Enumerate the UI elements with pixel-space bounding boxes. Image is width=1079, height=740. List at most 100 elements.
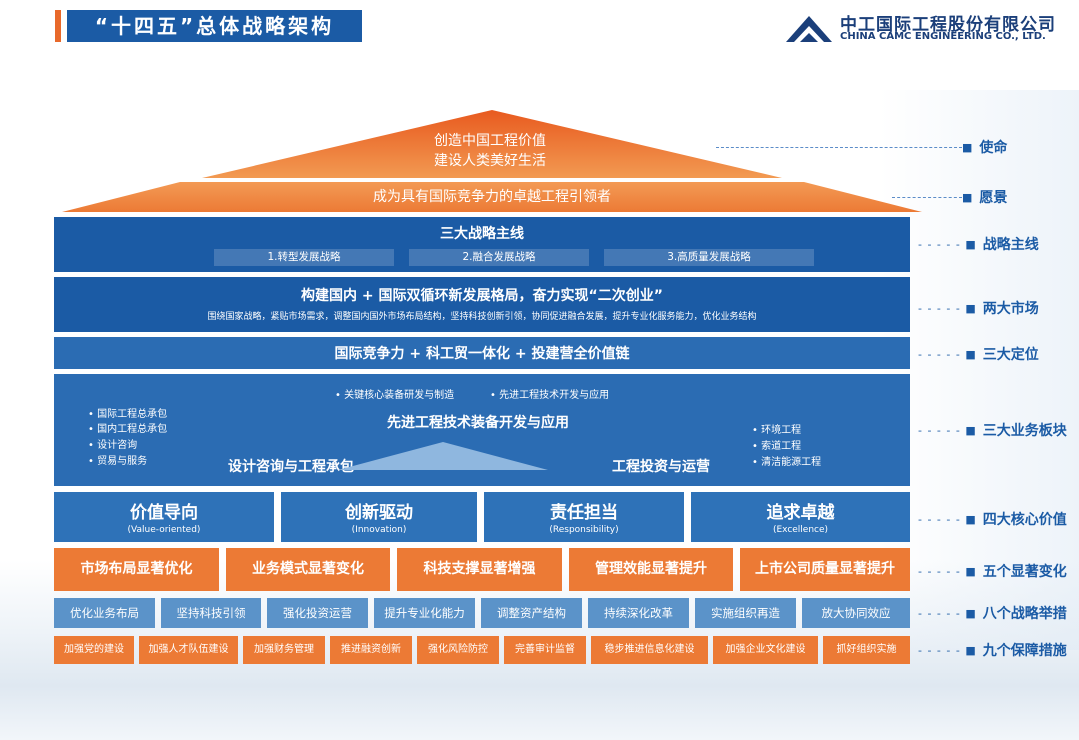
move-3: 强化投资运营 — [267, 598, 368, 628]
core-value-3-cn: 责任担当 — [550, 503, 618, 523]
vision-connector — [892, 197, 962, 198]
label-values-marker: - - - - - ■ — [918, 512, 977, 526]
label-positioning-marker: - - - - - ■ — [918, 347, 977, 361]
business-left-item-2: • 国内工程总承包 — [88, 424, 168, 435]
guarantee-5: 强化风险防控 — [417, 636, 499, 664]
label-strategy-text: 战略主线 — [982, 237, 1039, 253]
guarantee-3: 加强财务管理 — [243, 636, 325, 664]
background-wash — [879, 90, 1079, 650]
business-right-item-3: • 清洁能源工程 — [752, 457, 822, 468]
mission-text: 创造中国工程价值 建设人类美好生活 — [390, 131, 590, 171]
mission-line-2: 建设人类美好生活 — [434, 153, 546, 169]
move-7: 实施组织再造 — [695, 598, 796, 628]
strategy-item-3: 3.高质量发展战略 — [604, 249, 814, 266]
move-1: 优化业务布局 — [54, 598, 155, 628]
business-right-title: 工程投资与运营 — [612, 459, 710, 475]
business-left-item-1: • 国际工程总承包 — [88, 409, 168, 420]
label-guarantees-marker: - - - - - ■ — [918, 643, 977, 657]
logo-en-text: CHINA CAMC ENGINEERING CO., LTD. — [840, 31, 1046, 42]
business-center-title: 先进工程技术装备开发与应用 — [387, 415, 569, 431]
mission-triangle — [202, 110, 782, 178]
label-positioning-text: 三大定位 — [982, 347, 1039, 363]
core-value-4-en: (Excellence) — [772, 525, 829, 535]
label-vision-text: 愿景 — [979, 190, 1008, 206]
label-values: - - - - - ■ 四大核心价值 — [918, 509, 1067, 529]
business-left-title: 设计咨询与工程承包 — [228, 459, 354, 475]
label-moves-marker: - - - - - ■ — [918, 606, 977, 620]
label-strategy: - - - - - ■ 战略主线 — [918, 234, 1039, 254]
change-1: 市场布局显著优化 — [54, 548, 219, 591]
guarantee-9: 抓好组织实施 — [823, 636, 910, 664]
label-moves: - - - - - ■ 八个战略举措 — [918, 603, 1067, 623]
change-5: 上市公司质量显著提升 — [740, 548, 910, 591]
strategy-title: 三大战略主线 — [440, 226, 524, 242]
core-value-1-en: (Value-oriented) — [127, 525, 201, 535]
guarantee-7: 稳步推进信息化建设 — [591, 636, 708, 664]
move-2: 坚持科技引领 — [161, 598, 261, 628]
label-vision-marker: ■ — [962, 190, 974, 204]
business-right-item-1: • 环境工程 — [752, 425, 802, 436]
label-values-text: 四大核心价值 — [982, 512, 1067, 528]
label-strategy-marker: - - - - - ■ — [918, 237, 977, 251]
core-value-4: 追求卓越 (Excellence) — [691, 492, 910, 542]
company-logo: 中工国际工程股份有限公司 CHINA CAMC ENGINEERING CO.,… — [786, 10, 1076, 46]
logo-cn-text: 中工国际工程股份有限公司 — [840, 15, 1056, 35]
page-title: “十四五”总体战略架构 — [67, 10, 362, 42]
markets-subtitle: 围绕国家战略，紧贴市场需求，调整国内国外市场布局结构，坚持科技创新引领，协同促进… — [207, 312, 757, 322]
mission-line-1: 创造中国工程价值 — [434, 133, 546, 149]
label-mission-text: 使命 — [979, 140, 1008, 156]
vision-text: 成为具有国际竞争力的卓越工程引领者 — [373, 189, 611, 205]
positioning-block: 国际竞争力 + 科工贸一体化 + 投建营全价值链 — [54, 337, 910, 369]
strategy-item-2: 2.融合发展战略 — [409, 249, 589, 266]
guarantee-1: 加强党的建设 — [54, 636, 134, 664]
title-accent-bar — [55, 10, 61, 42]
label-mission: ■ 使命 — [962, 137, 1007, 157]
label-guarantees-text: 九个保障措施 — [982, 643, 1067, 659]
label-business-marker: - - - - - ■ — [918, 423, 977, 437]
label-guarantees: - - - - - ■ 九个保障措施 — [918, 640, 1067, 660]
business-left-item-4: • 贸易与服务 — [88, 456, 148, 467]
move-8: 放大协同效应 — [802, 598, 910, 628]
strategy-block: 三大战略主线 1.转型发展战略 2.融合发展战略 3.高质量发展战略 — [54, 217, 910, 272]
guarantee-6: 完善审计监督 — [504, 636, 586, 664]
core-value-2: 创新驱动 (Innovation) — [281, 492, 477, 542]
label-markets: - - - - - ■ 两大市场 — [918, 298, 1039, 318]
business-triangle — [338, 442, 548, 470]
change-3: 科技支撑显著增强 — [397, 548, 562, 591]
label-changes-marker: - - - - - ■ — [918, 564, 977, 578]
roof-shape — [62, 110, 922, 212]
vision-band — [62, 182, 922, 212]
label-changes-text: 五个显著变化 — [982, 564, 1067, 580]
business-top-item-2: • 先进工程技术开发与应用 — [490, 390, 610, 401]
core-value-3: 责任担当 (Responsibility) — [484, 492, 684, 542]
mission-connector — [716, 147, 962, 148]
markets-title: 构建国内 + 国际双循环新发展格局，奋力实现“二次创业” — [301, 288, 663, 304]
positioning-text: 国际竞争力 + 科工贸一体化 + 投建营全价值链 — [334, 346, 630, 362]
label-vision: ■ 愿景 — [962, 187, 1007, 207]
business-top-item-1: • 关键核心装备研发与制造 — [335, 390, 455, 401]
move-5: 调整资产结构 — [481, 598, 582, 628]
move-6: 持续深化改革 — [588, 598, 689, 628]
guarantee-8: 加强企业文化建设 — [713, 636, 818, 664]
label-mission-marker: ■ — [962, 140, 974, 154]
label-business-text: 三大业务板块 — [982, 423, 1067, 439]
guarantee-4: 推进融资创新 — [330, 636, 412, 664]
markets-block: 构建国内 + 国际双循环新发展格局，奋力实现“二次创业” 围绕国家战略，紧贴市场… — [54, 277, 910, 332]
change-2: 业务模式显著变化 — [226, 548, 390, 591]
core-value-1-cn: 价值导向 — [130, 503, 198, 523]
core-value-1: 价值导向 (Value-oriented) — [54, 492, 274, 542]
core-value-4-cn: 追求卓越 — [766, 503, 835, 523]
change-4: 管理效能显著提升 — [569, 548, 733, 591]
business-right-item-2: • 索道工程 — [752, 441, 802, 452]
core-value-2-en: (Innovation) — [351, 525, 407, 535]
label-markets-text: 两大市场 — [982, 301, 1039, 317]
label-changes: - - - - - ■ 五个显著变化 — [918, 561, 1067, 581]
core-value-3-en: (Responsibility) — [549, 525, 619, 535]
company-logo-icon — [786, 16, 832, 42]
guarantee-2: 加强人才队伍建设 — [139, 636, 238, 664]
label-business: - - - - - ■ 三大业务板块 — [918, 420, 1067, 440]
core-value-2-cn: 创新驱动 — [345, 503, 413, 523]
label-positioning: - - - - - ■ 三大定位 — [918, 344, 1039, 364]
strategy-item-1: 1.转型发展战略 — [214, 249, 394, 266]
label-moves-text: 八个战略举措 — [982, 606, 1067, 622]
